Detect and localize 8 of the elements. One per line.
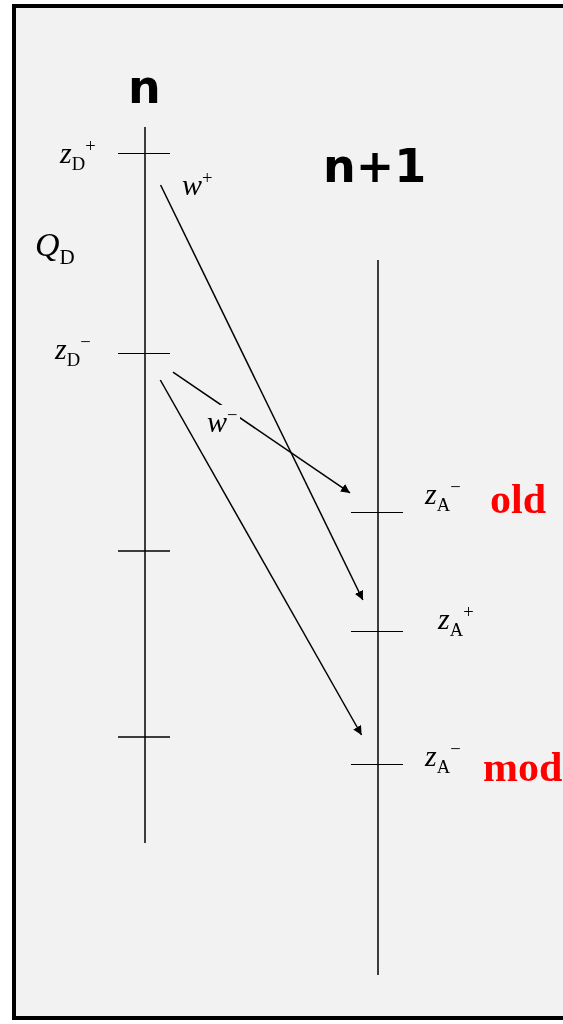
arrow — [172, 371, 351, 494]
quantity-label: Q$_{D}$ — [35, 228, 75, 268]
arrow — [159, 379, 363, 736]
annotation: old — [490, 478, 547, 520]
step-heading: n — [128, 64, 161, 110]
step-heading: n+1 — [323, 143, 427, 189]
arrow — [159, 184, 364, 601]
annotation: mod — [483, 746, 563, 788]
